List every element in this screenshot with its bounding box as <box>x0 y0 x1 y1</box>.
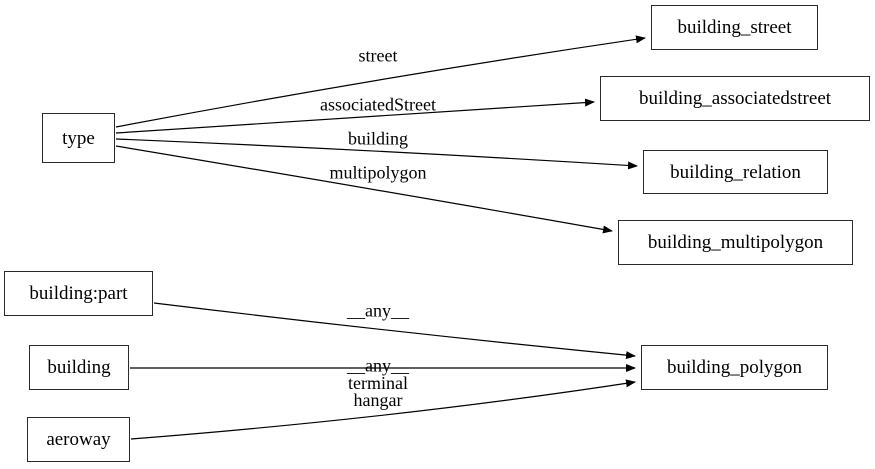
node-building_street[interactable]: building_street <box>651 5 818 50</box>
node-aeroway[interactable]: aeroway <box>27 417 130 462</box>
edge-type-to-building_associatedstreet <box>115 98 595 134</box>
edge-label-building-to-building_polygon: __any__ <box>347 355 409 376</box>
node-building_associatedstreet[interactable]: building_associatedstreet <box>600 76 870 121</box>
edge-label-type-to-building_relation: building <box>347 128 409 149</box>
node-building_multipolygon[interactable]: building_multipolygon <box>618 220 853 265</box>
edge-type-to-building_multipolygon <box>115 145 613 234</box>
edge-aeroway-to-building_polygon <box>130 379 636 440</box>
node-building[interactable]: building <box>29 345 129 390</box>
edge-label-type-to-building_multipolygon: multipolygon <box>329 162 427 183</box>
node-building_part[interactable]: building:part <box>4 271 153 316</box>
edge-label-aeroway-to-building_polygon: terminal hangar <box>348 373 408 410</box>
node-building_relation[interactable]: building_relation <box>643 150 828 194</box>
edge-type-to-building_relation <box>115 138 638 170</box>
edge-label-type-to-building_street: street <box>358 45 398 66</box>
edge-label-type-to-building_associatedstreet: associatedStreet <box>320 94 436 115</box>
node-type[interactable]: type <box>42 113 115 163</box>
edge-label-building_part-to-building_polygon: __any__ <box>347 300 409 321</box>
edge-type-to-building_street <box>115 35 646 128</box>
node-building_polygon[interactable]: building_polygon <box>641 345 828 390</box>
edge-building_part-to-building_polygon <box>153 302 636 360</box>
